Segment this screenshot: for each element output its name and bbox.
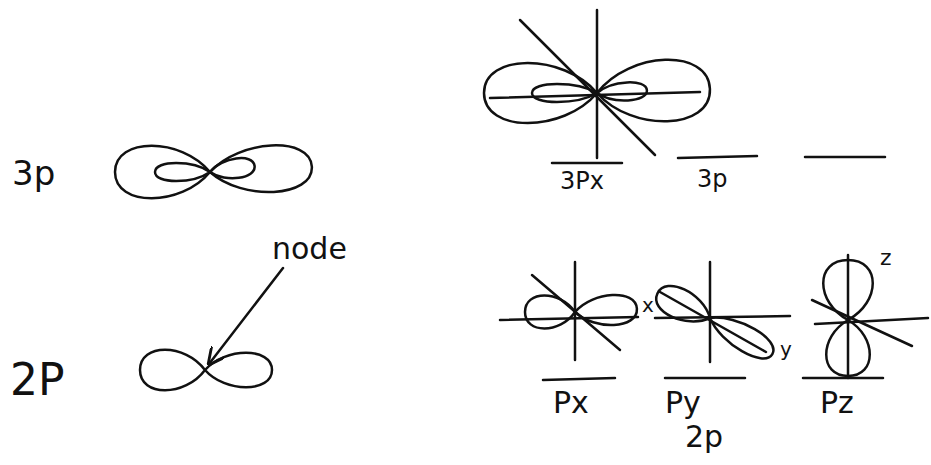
orbital-2p <box>140 350 272 391</box>
orbital-lobe <box>651 280 716 332</box>
energy-level <box>678 156 757 158</box>
orbital-lobe <box>209 143 313 195</box>
axis-line <box>596 10 599 158</box>
orbital-label: 3p <box>697 166 728 192</box>
axis-line <box>520 20 655 155</box>
inner-lobe <box>597 81 648 102</box>
axis-label: z <box>880 246 892 270</box>
axis-line <box>812 300 912 346</box>
energy-level <box>803 377 883 380</box>
orbital-lobe <box>525 296 575 329</box>
orbital-lobe <box>574 294 637 327</box>
inner-lobe <box>532 84 597 102</box>
shell-label: 2p <box>685 420 723 453</box>
orbital-label: Px <box>553 386 589 419</box>
orbital-lobe <box>115 146 210 199</box>
node-annotation: node <box>272 232 347 265</box>
orbital-py <box>651 280 779 365</box>
shell-label: 3p <box>12 155 55 192</box>
orbital-lobe <box>823 260 873 320</box>
leader-arrow <box>209 268 283 364</box>
axis-label: x <box>642 294 654 316</box>
axis-line <box>815 318 928 324</box>
orbital-3px <box>484 58 711 123</box>
axis-label: y <box>780 338 792 360</box>
orbital-lobe <box>596 58 711 123</box>
orbital-label: Pz <box>820 386 854 419</box>
orbital-lobe <box>484 63 597 123</box>
energy-level <box>543 378 615 380</box>
energy-level <box>805 156 885 159</box>
inner-lobe <box>155 163 210 181</box>
orbital-label: 3Px <box>560 168 604 194</box>
orbital-3p <box>115 143 313 198</box>
energy-level <box>665 377 745 380</box>
orbital-lobe <box>704 307 779 365</box>
orbital-pz <box>823 260 873 376</box>
energy-level <box>552 162 622 165</box>
orbital-lobe <box>826 320 870 376</box>
orbital-px <box>525 294 638 329</box>
orbital-lobe <box>140 350 205 391</box>
inner-lobe <box>209 156 256 182</box>
orbital-label: Py <box>665 386 701 419</box>
shell-label: 2P <box>10 356 65 404</box>
